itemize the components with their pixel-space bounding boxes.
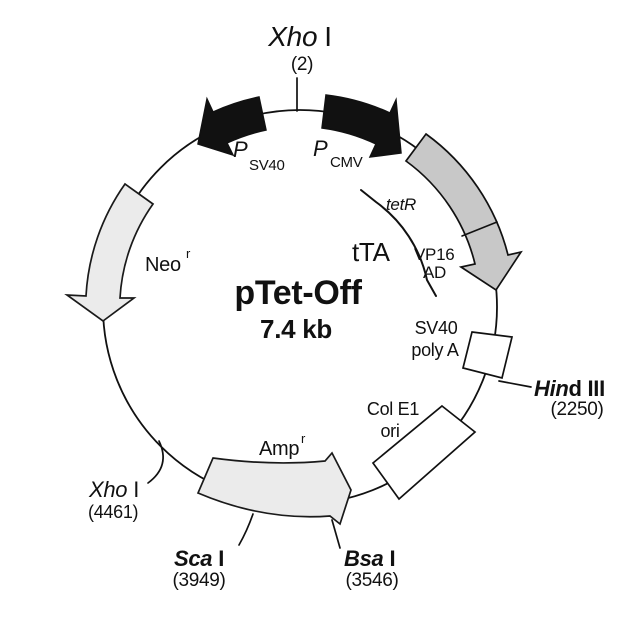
neo-gene-arrow <box>64 182 155 323</box>
xho1-top-suffix: I <box>324 21 331 52</box>
neo-label: Neo <box>145 254 181 276</box>
neo-superscript: r <box>186 246 191 261</box>
psv40-promoter-arrow <box>197 96 267 157</box>
pcmv-label: P <box>313 136 328 161</box>
xho1-left-suffix: I <box>133 477 139 502</box>
bsa1-suffix: I <box>389 546 395 571</box>
sv40-polya-box <box>461 331 514 380</box>
pcmv-promoter-arrow <box>321 94 402 158</box>
plasmid-name: pTet-Off <box>234 274 362 312</box>
bsa1-position: (3546) <box>345 570 398 591</box>
cole1-ori-box <box>371 404 477 501</box>
pcmv-subscript: CMV <box>330 154 363 171</box>
vp16-label-line2: AD <box>423 263 446 282</box>
bsa1-tick <box>331 519 341 549</box>
amp-superscript: r <box>301 431 306 446</box>
hind3-tick <box>498 380 532 388</box>
amp-gene-arrow <box>196 451 352 526</box>
psv40-subscript: SV40 <box>249 157 285 174</box>
hind3-enzyme-italic: Hin <box>534 376 569 401</box>
tetr-label: tetR <box>386 195 416 214</box>
tta-gene-arrow <box>404 132 523 292</box>
bsa1-enzyme: Bsa <box>344 546 384 571</box>
plasmid-size: 7.4 kb <box>260 314 332 344</box>
ori-label-line2: ori <box>380 421 399 441</box>
sca1-tick <box>238 513 254 546</box>
xho1-left-tick <box>147 440 164 484</box>
vp16-label-line1: VP16 <box>414 245 454 264</box>
hind3-position: (2250) <box>550 399 603 420</box>
sca1-suffix: I <box>218 546 224 571</box>
ori-label-line1: Col E1 <box>367 399 420 419</box>
tta-label: tTA <box>352 237 391 267</box>
xho1-left-position: (4461) <box>88 502 138 522</box>
hind3-label: Hind III <box>534 376 605 401</box>
sca1-enzyme: Sca <box>174 546 212 571</box>
xho1-top-position: (2) <box>291 54 313 75</box>
sca1-position: (3949) <box>172 570 225 591</box>
polya-label-line1: SV40 <box>415 318 458 338</box>
xho1-left-enzyme: Xho <box>88 477 127 502</box>
polya-label-line2: poly A <box>411 340 459 360</box>
tta-segment-divider <box>461 221 498 237</box>
amp-label: Amp <box>259 438 299 460</box>
tta-group-bracket <box>360 189 437 297</box>
hind3-enzyme-rest: d III <box>569 376 605 401</box>
psv40-label: P <box>233 137 248 162</box>
xho1-top-enzyme: Xho <box>267 21 317 52</box>
